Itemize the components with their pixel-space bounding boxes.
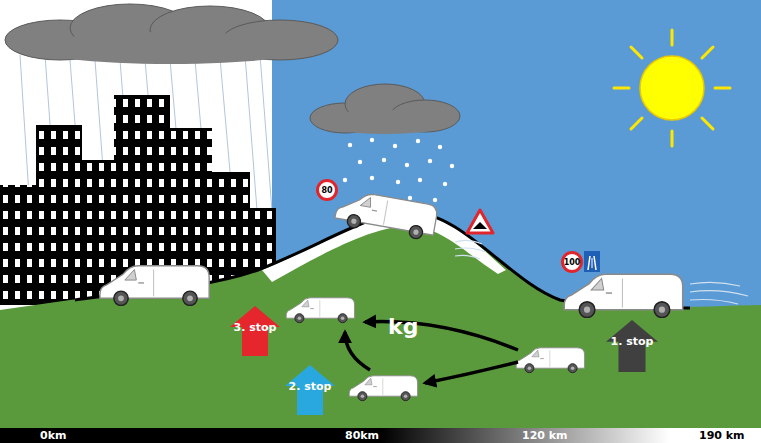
city-buildings [0, 95, 276, 305]
snowflakes [343, 138, 454, 202]
stop-arrow: 1. stop [606, 320, 658, 372]
stop-arrow: 2. stop [285, 365, 335, 415]
stop-label: 1. stop [606, 336, 658, 348]
motorway-sign [584, 251, 600, 272]
distance-label: 80km [345, 429, 379, 442]
speed-limit: 100 [561, 251, 583, 273]
speed-limit: 80 [316, 179, 338, 201]
distance-label: 190 km [699, 429, 745, 442]
speed-sign: 80 [316, 179, 338, 201]
ground-hills [0, 212, 761, 430]
snow-cloud [310, 84, 460, 134]
warning-sign [467, 210, 493, 233]
arrow-body [285, 365, 335, 415]
weight-label: kg [388, 314, 418, 339]
vans [100, 189, 683, 401]
route-arrows [345, 322, 518, 383]
arrow-body [230, 306, 280, 356]
sun [614, 30, 730, 146]
distance-label: 120 km [522, 429, 568, 442]
distance-label: 0km [40, 429, 66, 442]
stop-label: 3. stop [230, 322, 280, 334]
wind-lines [455, 240, 748, 304]
speed-sign: 100 [561, 251, 583, 273]
stop-arrow: 3. stop [230, 306, 280, 356]
arrow-body [606, 320, 658, 372]
rain-cloud [5, 4, 338, 64]
distance-bar [0, 428, 761, 443]
stop-label: 2. stop [285, 381, 335, 393]
